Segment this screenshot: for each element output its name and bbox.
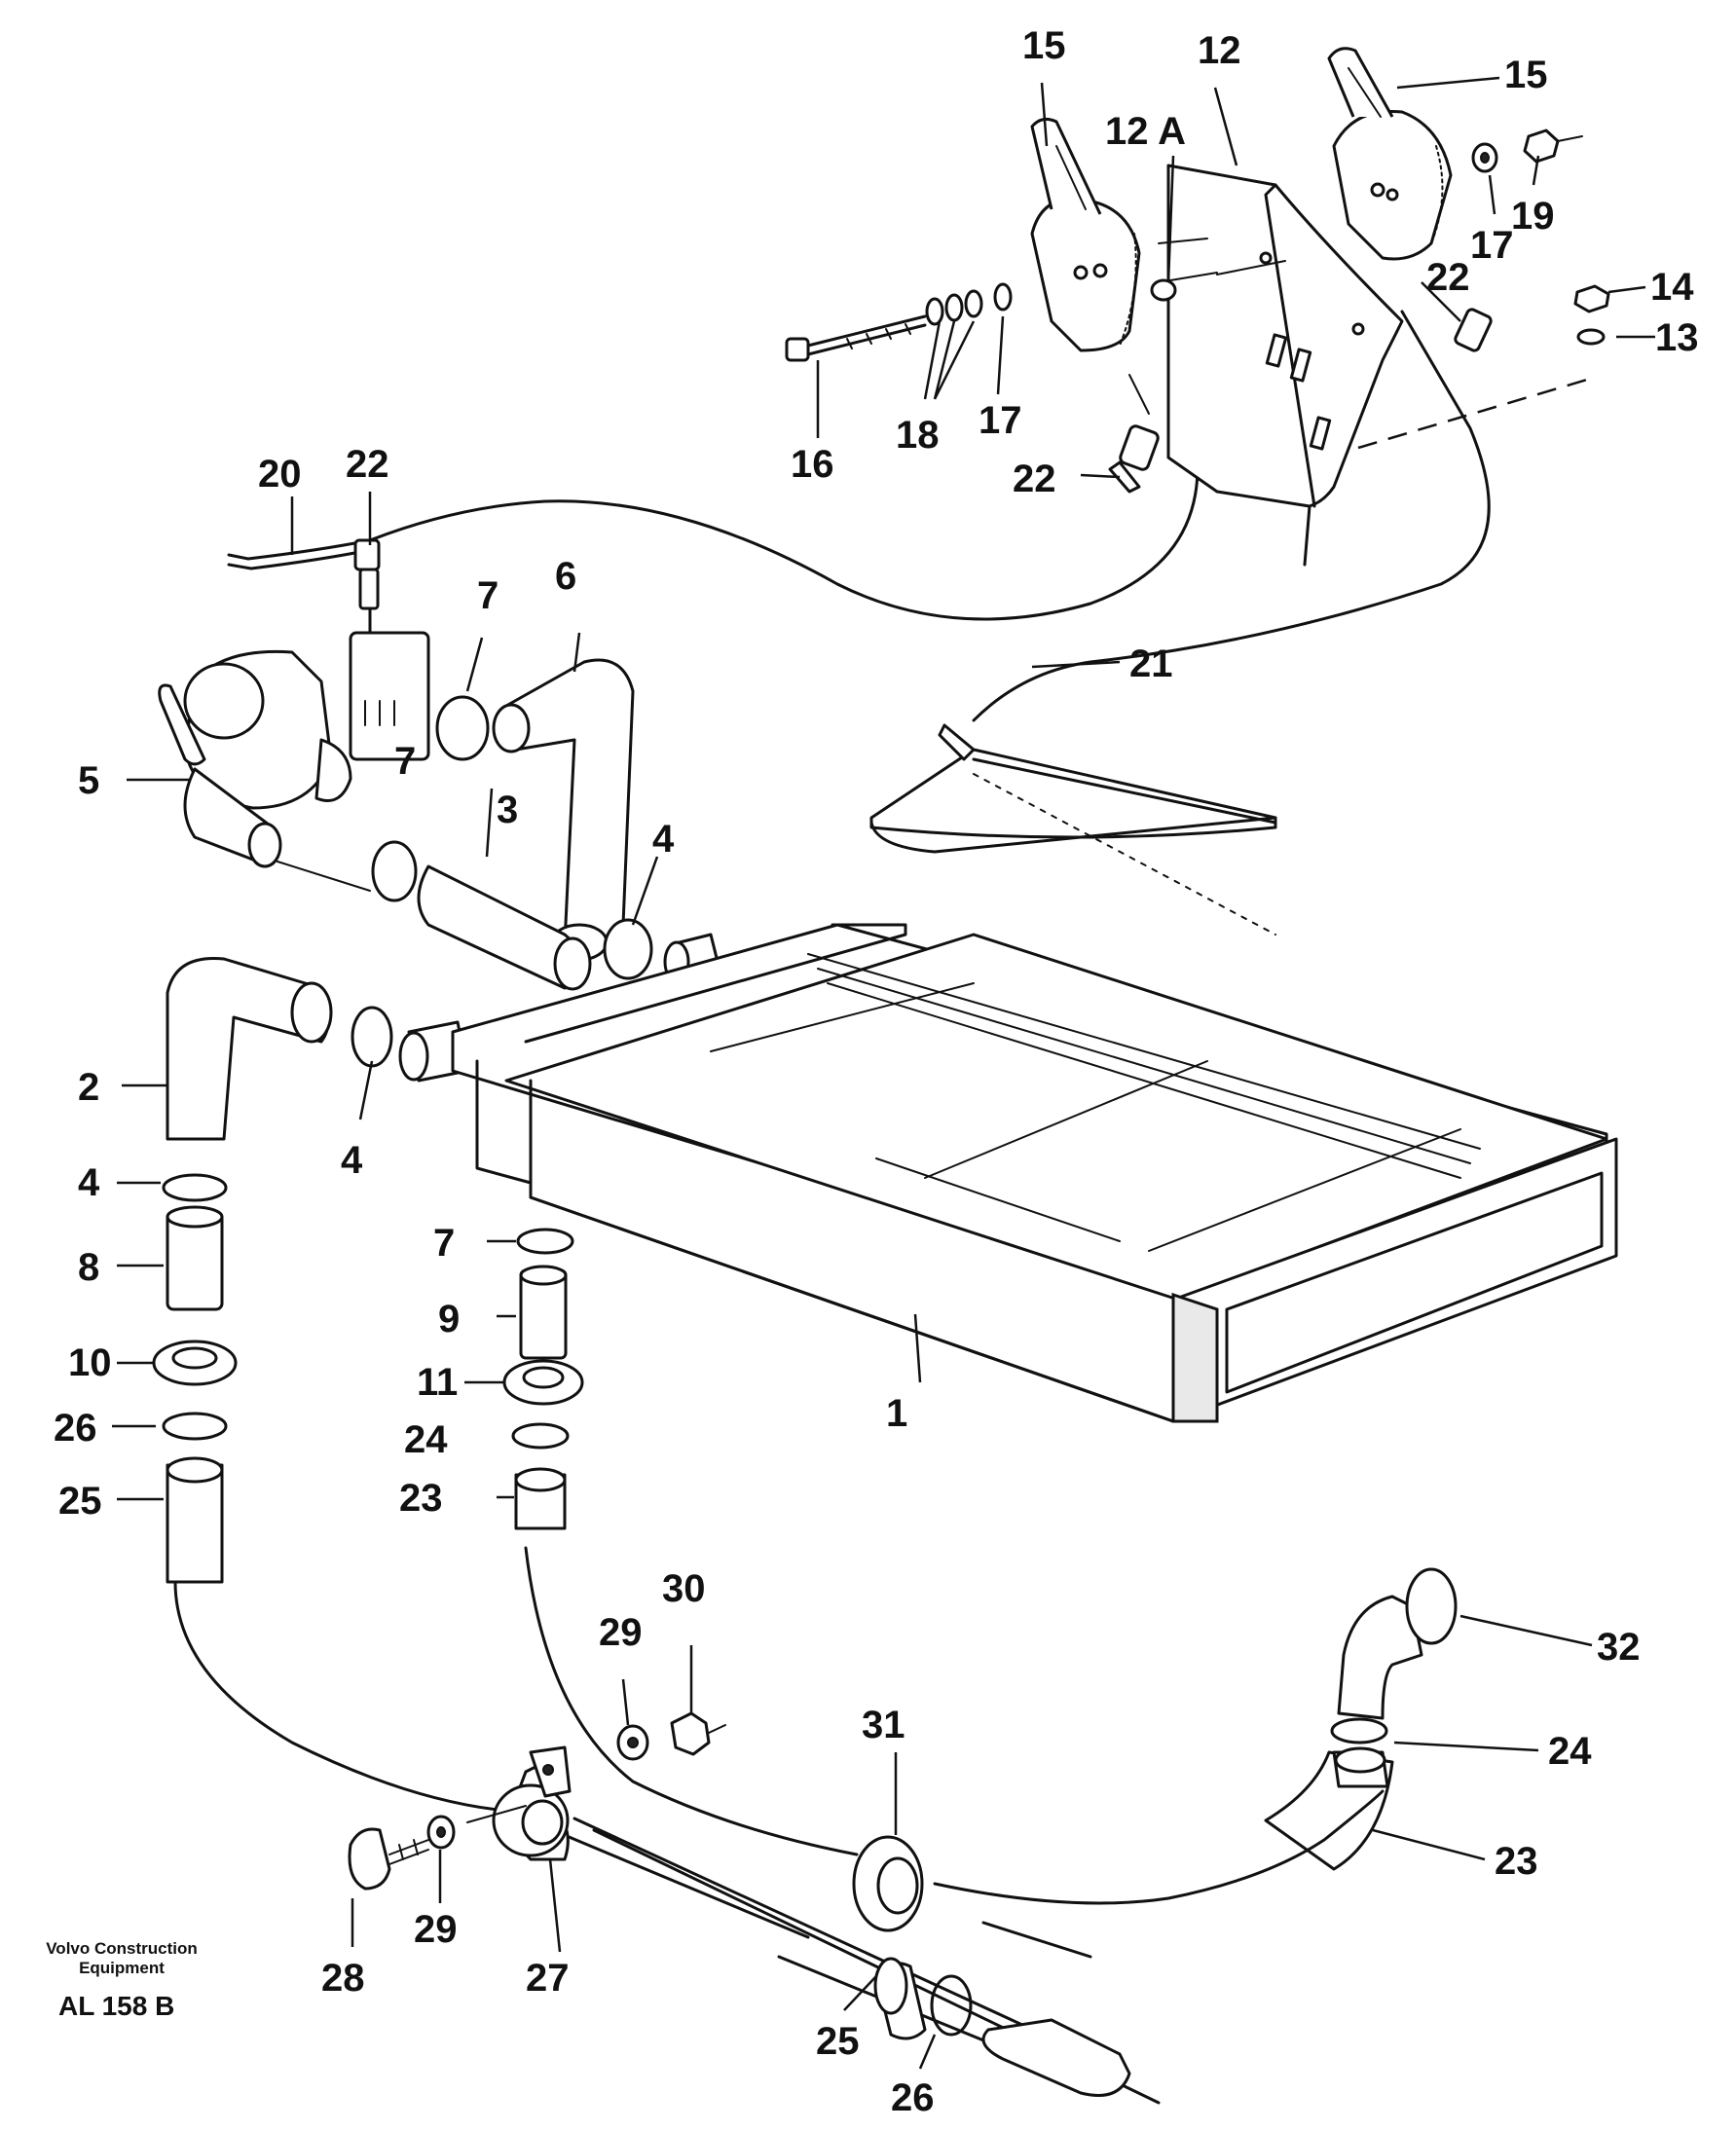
callout-7-b: 7	[394, 740, 416, 783]
callout-4-b: 4	[341, 1139, 363, 1182]
callout-23-a: 23	[399, 1477, 443, 1520]
callout-32: 32	[1597, 1626, 1641, 1669]
leader-lines	[112, 76, 1655, 2070]
brand-line-2: Equipment	[79, 1959, 165, 1977]
callout-18: 18	[896, 414, 940, 457]
callout-20: 20	[258, 453, 302, 496]
callout-15-b: 15	[1504, 54, 1548, 96]
callout-24-b: 24	[1548, 1730, 1592, 1773]
callout-17-a: 17	[1470, 224, 1514, 267]
hose-clamps	[162, 695, 1388, 2037]
callout-2: 2	[78, 1066, 99, 1109]
callout-29-a: 29	[414, 1908, 458, 1951]
callout-8: 8	[78, 1246, 99, 1289]
callout-17-b: 17	[979, 399, 1022, 442]
control-panel-bracket	[1166, 164, 1588, 567]
callout-7-a: 7	[477, 574, 499, 617]
callout-24-a: 24	[404, 1418, 448, 1461]
brand-line-1: Volvo Construction	[46, 1939, 198, 1958]
callout-27: 27	[526, 1957, 570, 2000]
callout-23-b: 23	[1495, 1840, 1538, 1883]
drawing-code: AL 158 B	[58, 1991, 174, 2021]
callout-4-c: 4	[78, 1161, 100, 1204]
lower-connectors-right	[502, 1265, 584, 1530]
callout-6: 6	[555, 555, 576, 598]
callout-29-b: 29	[599, 1611, 643, 1654]
control-lever-left	[1030, 117, 1141, 352]
callout-1: 1	[886, 1392, 907, 1435]
callout-22-b: 22	[1013, 458, 1056, 500]
hose-lower-elbow	[166, 956, 333, 1141]
callout-30: 30	[662, 1567, 706, 1610]
callout-22-a: 22	[346, 443, 389, 486]
callout-4-a: 4	[652, 818, 675, 861]
air-flap-plate	[869, 723, 1277, 936]
callout-28: 28	[321, 1957, 365, 2000]
elbow-32	[1337, 1567, 1458, 1720]
water-valve	[158, 631, 430, 868]
callout-21: 21	[1129, 643, 1173, 685]
callout-11: 11	[417, 1361, 458, 1404]
callout-7-c: 7	[433, 1222, 455, 1265]
callout-9: 9	[438, 1298, 460, 1340]
callout-3: 3	[497, 789, 518, 831]
callout-14: 14	[1650, 266, 1694, 309]
lower-connectors-left	[152, 1205, 238, 1584]
callout-25-b: 25	[816, 2020, 860, 2063]
temperature-sensors	[353, 308, 1493, 635]
long-hoses	[173, 1546, 1394, 2105]
hardware-screw-washers	[785, 129, 1610, 362]
callout-labels: 1 2 3 4 4 4 5 6 7 7 7 8 9 10 11 12 12 A …	[54, 24, 1699, 2119]
callout-15-a: 15	[1022, 24, 1066, 67]
lower-hose-ends	[873, 1746, 1389, 2097]
callout-22-c: 22	[1426, 256, 1470, 299]
callout-12: 12	[1198, 29, 1241, 72]
callout-13: 13	[1655, 316, 1699, 359]
callout-5: 5	[78, 759, 99, 802]
callout-10: 10	[68, 1341, 112, 1384]
callout-25-a: 25	[58, 1480, 102, 1523]
callout-12a: 12 A	[1105, 110, 1186, 153]
callout-19: 19	[1511, 195, 1555, 238]
callout-26-a: 26	[54, 1407, 97, 1450]
drawing-footer: Volvo Construction Equipment AL 158 B	[46, 1939, 198, 2021]
callout-26-b: 26	[891, 2076, 935, 2119]
callout-16: 16	[791, 443, 834, 486]
callout-31: 31	[862, 1704, 905, 1746]
control-lever-right	[1327, 47, 1453, 261]
clip-assembly	[348, 1711, 726, 1891]
grommet-31	[852, 1835, 924, 1932]
heater-core	[451, 923, 1618, 1423]
hose-upper-straight	[277, 861, 592, 991]
